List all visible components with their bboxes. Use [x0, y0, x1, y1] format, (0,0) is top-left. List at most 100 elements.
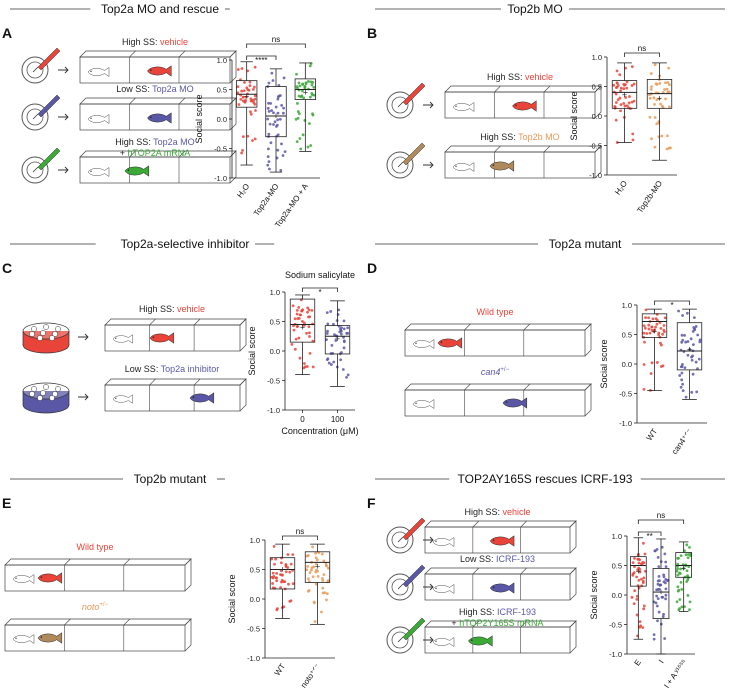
- arrow-icon: [423, 161, 434, 169]
- data-point: [679, 554, 683, 558]
- tank-front: [79, 103, 231, 131]
- data-point: [288, 599, 292, 603]
- label-part: High SS:: [464, 507, 502, 517]
- data-point: [270, 109, 273, 112]
- mean-marker: +: [335, 334, 340, 344]
- data-point: [657, 587, 661, 591]
- bracket-line: [624, 52, 660, 57]
- fish-body: [147, 65, 172, 77]
- data-point: [267, 101, 270, 105]
- data-point: [658, 82, 662, 85]
- data-point: [641, 626, 645, 629]
- data-point: [652, 633, 656, 637]
- label-part: +: [120, 148, 128, 158]
- data-point: [664, 81, 667, 85]
- data-point: [628, 95, 631, 98]
- data-point: [305, 568, 309, 572]
- arrow-icon: [78, 393, 89, 401]
- tank-schematic: [404, 323, 592, 357]
- y-tick-label: 0.0: [612, 591, 622, 600]
- fish-eye: [152, 336, 155, 338]
- data-point: [655, 361, 659, 364]
- arrow-icon: [423, 101, 434, 109]
- fish-body: [112, 394, 133, 404]
- data-point: [633, 589, 637, 593]
- box-1: +: [652, 538, 670, 655]
- fish-body: [437, 337, 463, 349]
- injection-icon: [386, 142, 426, 179]
- data-point: [650, 85, 653, 88]
- panel-title: Top2b mutant: [134, 472, 207, 486]
- arrow-icon: [58, 66, 69, 74]
- y-tick-label: -1.0: [609, 650, 622, 659]
- data-point: [283, 580, 287, 583]
- data-point: [649, 87, 653, 91]
- tank-divider: [178, 150, 186, 158]
- x-tick-label: H₂O: [235, 182, 251, 200]
- data-point: [635, 575, 639, 579]
- tank-side: [229, 50, 237, 84]
- data-point: [280, 142, 283, 146]
- data-point: [652, 329, 656, 333]
- data-point: [614, 118, 618, 122]
- needle: [402, 142, 426, 166]
- tank-divider: [523, 383, 531, 391]
- data-point: [305, 365, 309, 368]
- data-point: [637, 557, 641, 561]
- data-point: [331, 351, 335, 355]
- data-point: [642, 576, 646, 580]
- data-point: [305, 554, 309, 558]
- data-point: [314, 562, 318, 566]
- fish-body: [189, 392, 215, 404]
- data-point: [284, 570, 288, 574]
- tank-divider: [494, 85, 501, 93]
- data-point: [686, 353, 690, 357]
- data-point: [274, 557, 278, 561]
- fish-icon: [502, 397, 528, 409]
- data-point: [663, 637, 667, 640]
- y-axis-label: Social score: [569, 91, 579, 140]
- data-point: [678, 598, 682, 601]
- data-point: [320, 552, 324, 556]
- y-tick-label: 1.0: [270, 288, 280, 297]
- significance-bracket: ns: [624, 44, 660, 57]
- tank-divider: [472, 520, 480, 528]
- y-tick-label: 0.5: [612, 562, 622, 571]
- data-point: [653, 63, 657, 67]
- label-part: Top2a inhibitor: [161, 364, 220, 374]
- data-point: [280, 103, 284, 107]
- fish-body: [87, 114, 110, 124]
- data-point: [240, 151, 244, 155]
- data-point: [676, 573, 680, 577]
- fish-body: [452, 162, 475, 172]
- y-tick-label: -0.5: [609, 621, 622, 630]
- tank-side: [569, 620, 577, 654]
- data-point: [652, 96, 656, 100]
- data-point: [658, 579, 661, 583]
- data-point: [295, 312, 299, 316]
- fish-icon: [112, 394, 133, 404]
- significance-label: **: [647, 532, 653, 541]
- schematic-label: + hTOP2A mRNA: [120, 148, 191, 158]
- mean-marker: +: [658, 587, 663, 597]
- panel-letter: A: [2, 25, 12, 41]
- data-point: [313, 620, 317, 623]
- tank-divider: [123, 558, 131, 566]
- data-point: [324, 564, 328, 567]
- box-1: +: [304, 543, 331, 625]
- data-point: [695, 390, 699, 394]
- arrow-icon: [58, 166, 69, 174]
- data-point: [680, 605, 684, 609]
- data-point: [333, 333, 336, 337]
- data-point: [669, 146, 672, 150]
- data-point: [236, 85, 240, 89]
- data-point: [314, 556, 318, 560]
- schematic-label: High SS: vehicle: [487, 72, 553, 82]
- fish-icon: [452, 102, 475, 112]
- data-point: [664, 597, 668, 601]
- embryo: [52, 391, 58, 397]
- arrow-icon: [423, 583, 434, 591]
- data-point: [643, 340, 646, 344]
- fish-body: [468, 635, 493, 647]
